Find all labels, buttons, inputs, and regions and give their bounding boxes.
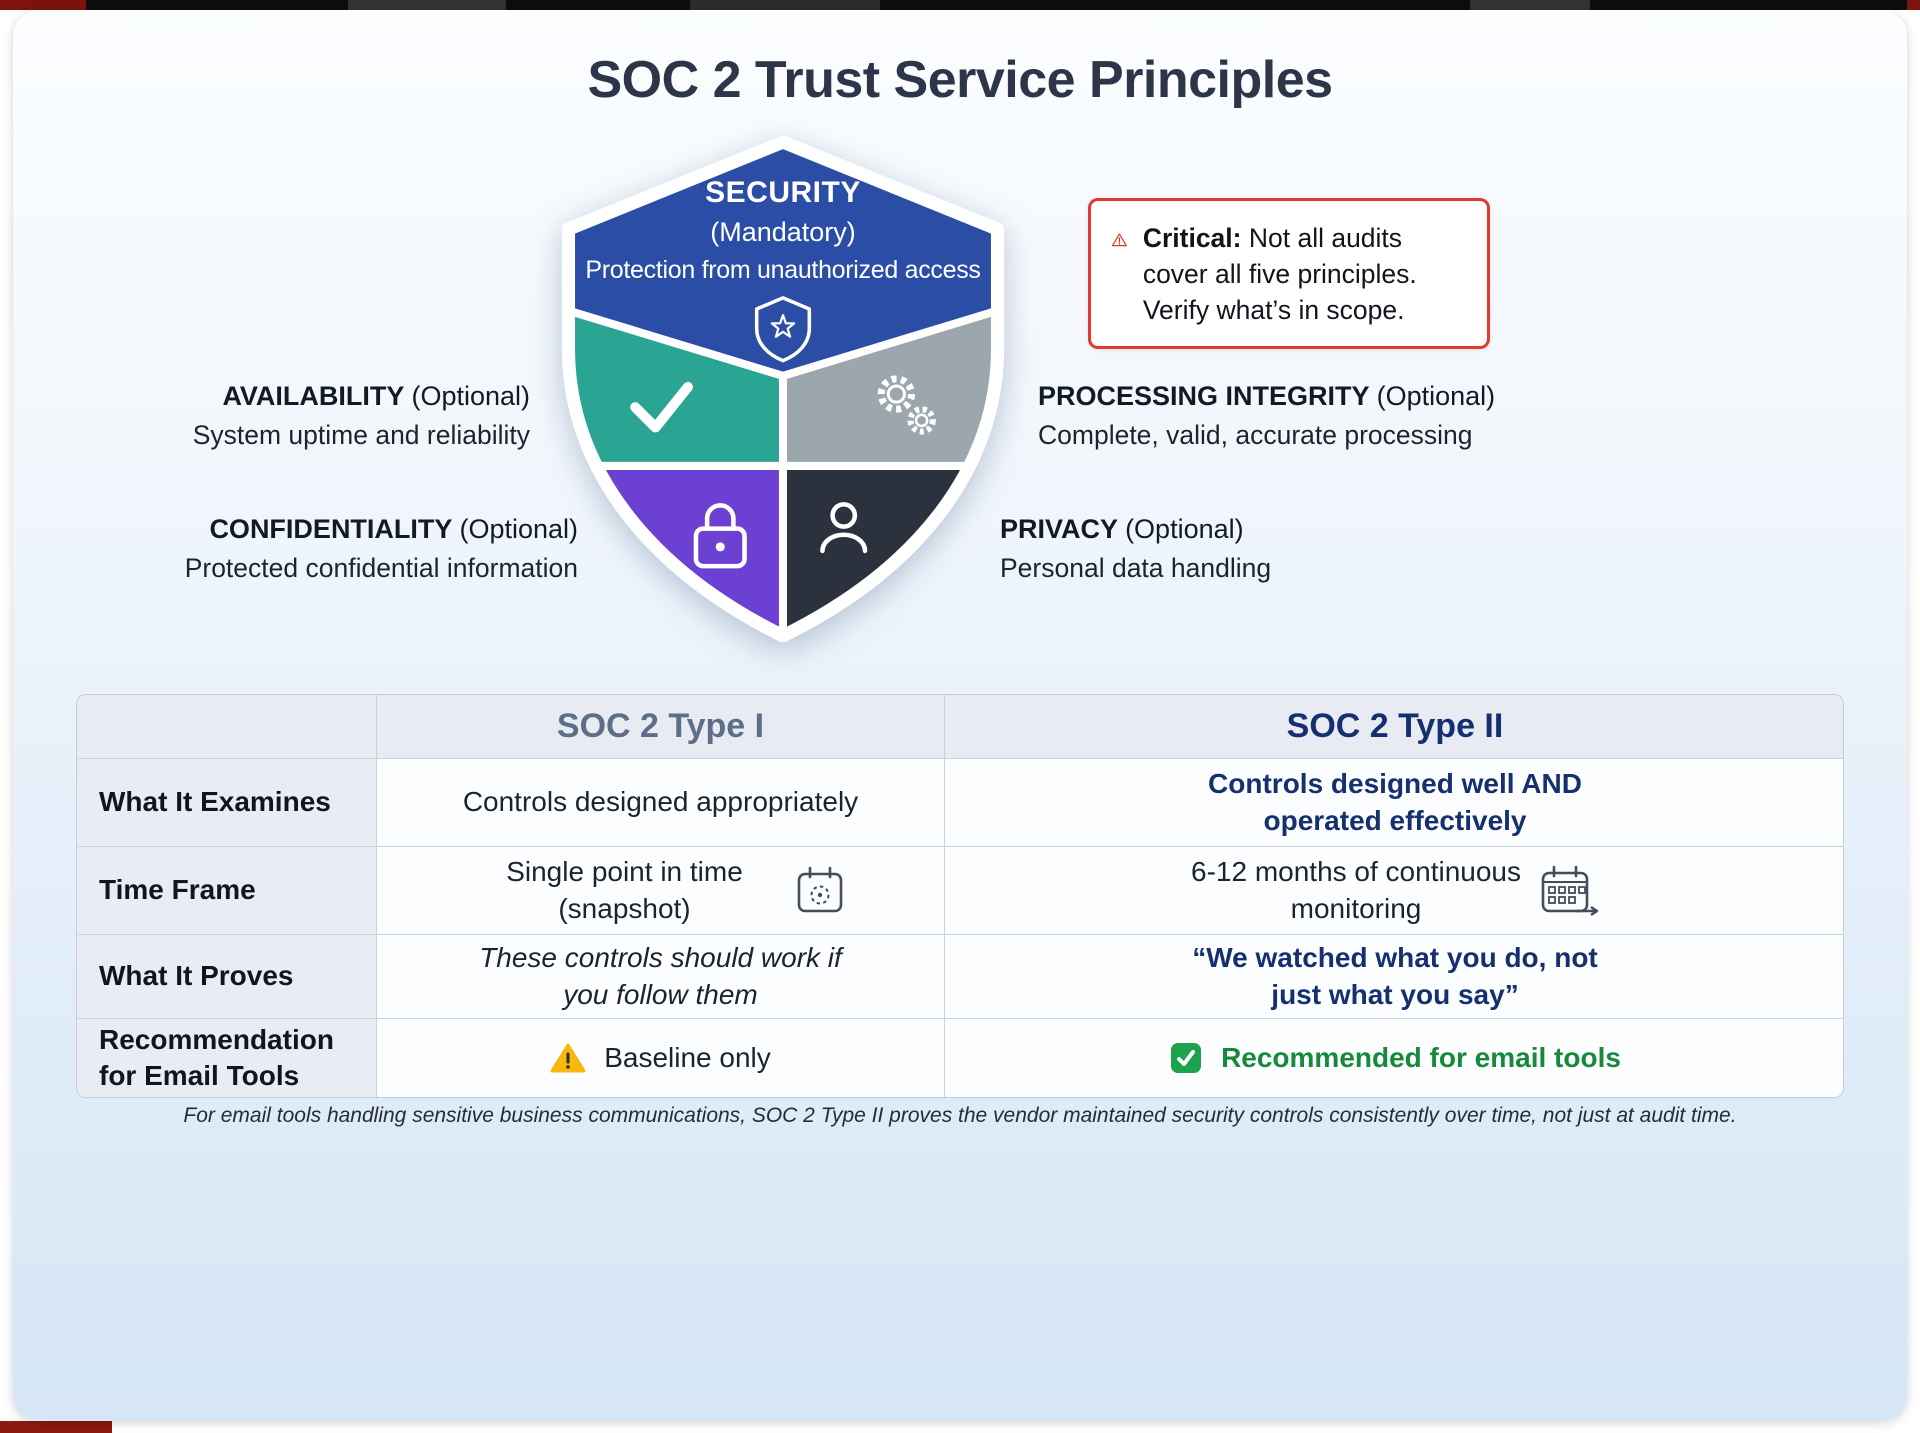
processing-description: Complete, valid, accurate processing [1038, 420, 1473, 450]
availability-description: System uptime and reliability [192, 420, 530, 450]
security-tag: (Mandatory) [710, 217, 856, 247]
availability-name: AVAILABILITY [222, 381, 404, 411]
processing-tag: (Optional) [1376, 381, 1496, 411]
warning-icon [1112, 233, 1127, 247]
green-check-icon [1171, 1043, 1202, 1073]
shield-graphic [561, 135, 1005, 643]
row-label-recommendation: Recommendation for Email Tools [77, 1019, 377, 1097]
comparison-table: SOC 2 Type I SOC 2 Type II What It Exami… [76, 694, 1844, 1098]
timeframe-type2-cell: 6-12 months of continuous monitoring [945, 847, 1843, 935]
confidentiality-tag: (Optional) [459, 514, 578, 544]
chrome-segment [348, 0, 506, 10]
recommendation-type1-cell: Baseline only [377, 1019, 945, 1097]
proves-type2-cell: “We watched what you do, not just what y… [945, 935, 1843, 1019]
page-title: SOC 2 Trust Service Principles [587, 51, 1333, 109]
shield-star-icon [754, 296, 812, 363]
trust-principles-shield: SECURITY (Mandatory) Protection from una… [540, 135, 1026, 643]
confidentiality-name: CONFIDENTIALITY [209, 514, 452, 544]
row-label-proves: What It Proves [77, 935, 377, 1019]
security-description: Protection from unauthorized access [585, 256, 981, 284]
privacy-label: PRIVACY (Optional) Personal data handlin… [1000, 514, 1271, 584]
chrome-segment [1907, 0, 1920, 10]
callout-prefix: Critical: [1142, 223, 1242, 253]
confidentiality-description: Protected confidential information [184, 553, 578, 583]
chrome-segment [1470, 0, 1590, 10]
person-icon [820, 502, 868, 554]
type2-header: SOC 2 Type II [945, 695, 1843, 759]
processing-integrity-label: PROCESSING INTEGRITY (Optional) Complete… [1038, 381, 1495, 451]
row-label-examines: What It Examines [77, 759, 377, 847]
availability-segment [568, 301, 783, 466]
footnote: For email tools handling sensitive busin… [183, 1104, 1737, 1127]
security-name: SECURITY [705, 176, 861, 209]
processing-integrity-segment [783, 301, 998, 466]
timeframe-type1-cell: Single point in time (snapshot) [377, 847, 945, 935]
lock-icon [693, 503, 747, 569]
calendar-snapshot-icon [797, 866, 842, 912]
recommendation-type2-cell: Recommended for email tools [945, 1019, 1843, 1097]
table-corner-cell [77, 695, 377, 759]
window-chrome-strip [0, 0, 1920, 10]
calendar-monitoring-icon [1541, 865, 1599, 916]
availability-label: AVAILABILITY (Optional) System uptime an… [193, 381, 530, 451]
availability-tag: (Optional) [411, 381, 530, 411]
check-icon [630, 381, 693, 433]
chrome-segment [0, 0, 86, 10]
chrome-segment [690, 0, 880, 10]
examines-type1-cell: Controls designed appropriately [377, 759, 945, 847]
row-label-timeframe: Time Frame [77, 847, 377, 935]
proves-type1-cell: These controls should work if you follow… [377, 935, 945, 1019]
critical-callout: Critical: Not all audits cover all five … [1088, 198, 1490, 350]
confidentiality-label: CONFIDENTIALITY (Optional) Protected con… [185, 514, 578, 584]
chrome-segment-bottom [0, 1421, 112, 1433]
privacy-name: PRIVACY [1000, 514, 1118, 544]
examines-type2-cell: Controls designed well AND operated effe… [945, 759, 1843, 847]
gears-icon [877, 375, 936, 435]
callout-body: Not all audits cover all five principles… [1142, 223, 1417, 325]
security-label: SECURITY (Mandatory) Protection from una… [548, 176, 1018, 285]
privacy-tag: (Optional) [1125, 514, 1244, 544]
processing-name: PROCESSING INTEGRITY [1038, 381, 1370, 411]
callout-text: Critical: Not all audits cover all five … [1143, 221, 1467, 328]
privacy-description: Personal data handling [1000, 553, 1272, 583]
warning-triangle-yellow-icon [550, 1043, 586, 1073]
type1-header: SOC 2 Type I [377, 695, 945, 759]
